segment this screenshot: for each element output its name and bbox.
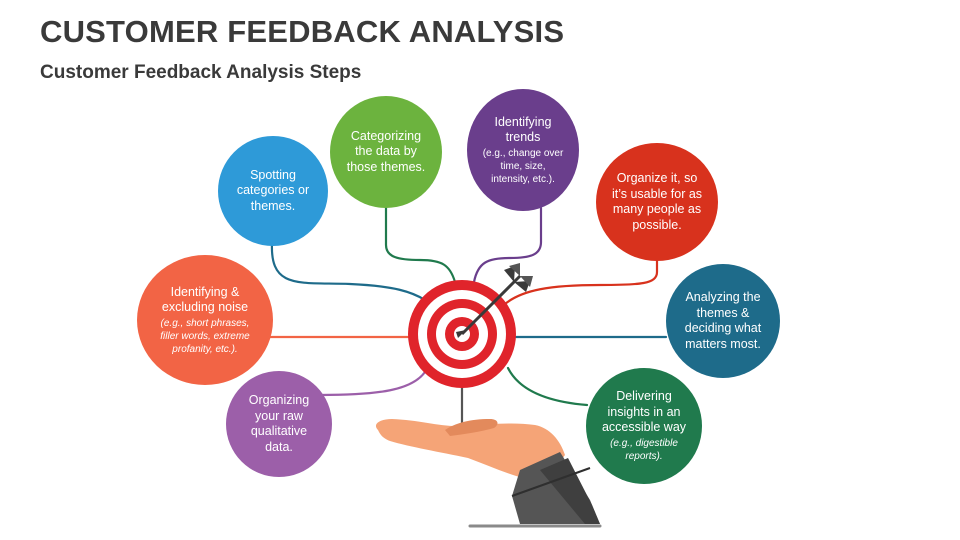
step-circle-qualitative: Organizing your raw qualitative data. bbox=[226, 371, 332, 477]
step-circle-noise: Identifying & excluding noise (e.g., sho… bbox=[137, 255, 273, 385]
hand-icon bbox=[375, 419, 602, 528]
connector-categorizing bbox=[384, 198, 457, 284]
connector-insights bbox=[506, 366, 589, 407]
page-title: CUSTOMER FEEDBACK ANALYSIS bbox=[40, 14, 565, 49]
step-note: (e.g., change over time, size, intensity… bbox=[482, 147, 564, 185]
step-circle-trends: Identifying trends (e.g., change over ti… bbox=[467, 89, 579, 211]
step-circle-categorizing: Categorizing the data by those themes. bbox=[330, 96, 442, 208]
step-circle-organize: Organize it, so it’s usable for as many … bbox=[596, 143, 718, 261]
step-text: Spotting categories or themes. bbox=[236, 167, 310, 213]
step-note: (e.g., digestible reports). bbox=[610, 437, 678, 462]
step-circle-insights: Delivering insights in an accessible way… bbox=[586, 368, 702, 484]
step-text: Analyzing the themes & deciding what mat… bbox=[684, 290, 762, 351]
step-circle-spotting: Spotting categories or themes. bbox=[218, 136, 328, 246]
step-text: Identifying & excluding noise bbox=[161, 284, 249, 315]
arrow-icon bbox=[456, 263, 533, 338]
step-text: Identifying trends bbox=[494, 114, 552, 145]
page-subtitle: Customer Feedback Analysis Steps bbox=[40, 62, 362, 83]
step-text: Organizing your raw qualitative data. bbox=[248, 393, 310, 454]
step-text: Categorizing the data by those themes. bbox=[346, 128, 426, 174]
step-note: (e.g., short phrases, filler words, extr… bbox=[160, 317, 250, 355]
step-text: Delivering insights in an accessible way bbox=[601, 389, 687, 435]
connector-organize bbox=[503, 257, 659, 306]
step-text: Organize it, so it’s usable for as many … bbox=[611, 171, 703, 232]
connector-qualitative bbox=[318, 370, 427, 397]
connector-trends bbox=[472, 206, 543, 284]
step-circle-analyzing: Analyzing the themes & deciding what mat… bbox=[666, 264, 780, 378]
connector-spotting bbox=[270, 241, 427, 302]
